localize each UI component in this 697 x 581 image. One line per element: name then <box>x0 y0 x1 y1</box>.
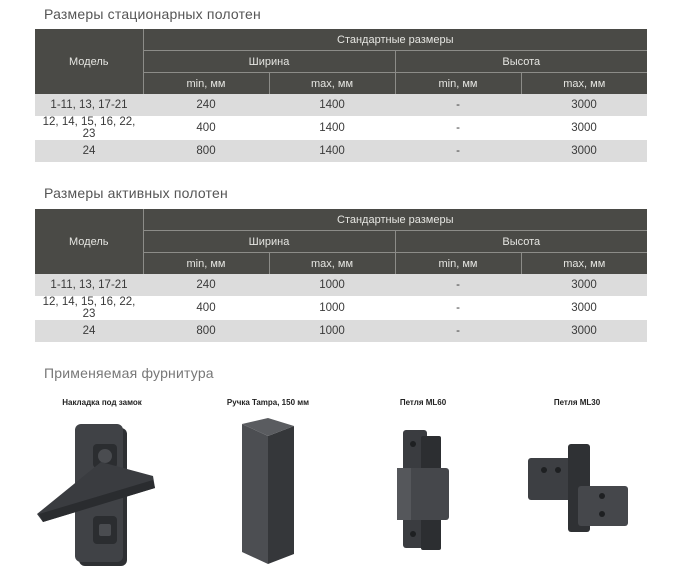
table-row: 24 800 1000 - 3000 <box>35 320 648 342</box>
width-max-cell: 1400 <box>269 94 395 116</box>
height-min-header: min, мм <box>394 72 521 94</box>
height-max-header: max, мм <box>520 252 648 274</box>
width-max-cell: 1000 <box>269 296 395 320</box>
height-max-header: max, мм <box>520 72 648 94</box>
height-min-cell: - <box>395 94 521 116</box>
model-header: Модель <box>35 209 143 274</box>
width-max-cell: 1400 <box>269 116 395 140</box>
model-cell: 12, 14, 15, 16, 22, 23 <box>35 116 143 140</box>
hinge-ml60-icon <box>397 430 449 550</box>
width-max-header: max, мм <box>268 72 395 94</box>
table-row: 24 800 1400 - 3000 <box>35 140 648 162</box>
hardware-label-tampa: Ручка Tampa, 150 мм <box>226 398 310 407</box>
width-min-cell: 400 <box>143 296 269 320</box>
standard-sizes-header: Стандартные размеры <box>142 209 648 231</box>
height-min-cell: - <box>395 274 521 296</box>
width-min-cell: 800 <box>143 320 269 342</box>
width-min-header: min, мм <box>142 72 269 94</box>
width-max-cell: 1000 <box>269 320 395 342</box>
hinge-ml30-icon <box>528 444 628 532</box>
table-row: 1-11, 13, 17-21 240 1000 - 3000 <box>35 274 648 296</box>
height-min-cell: - <box>395 140 521 162</box>
model-cell: 12, 14, 15, 16, 22, 23 <box>35 296 143 320</box>
height-max-cell: 3000 <box>521 274 648 296</box>
width-max-cell: 1000 <box>269 274 395 296</box>
width-max-cell: 1400 <box>269 140 395 162</box>
stationary-title: Размеры стационарных полотен <box>44 6 261 22</box>
stationary-table: Модель Стандартные размеры Ширина Высота… <box>35 29 648 162</box>
height-max-cell: 3000 <box>521 116 648 140</box>
height-header: Высота <box>394 50 648 73</box>
width-header: Ширина <box>142 230 395 253</box>
height-min-cell: - <box>395 320 521 342</box>
lock-plate-icon <box>37 424 155 566</box>
model-cell: 24 <box>35 140 143 162</box>
height-header: Высота <box>394 230 648 253</box>
model-header: Модель <box>35 29 143 94</box>
model-cell: 1-11, 13, 17-21 <box>35 274 143 296</box>
height-min-cell: - <box>395 296 521 320</box>
width-min-cell: 240 <box>143 94 269 116</box>
width-min-cell: 800 <box>143 140 269 162</box>
width-min-header: min, мм <box>142 252 269 274</box>
height-min-cell: - <box>395 116 521 140</box>
active-title: Размеры активных полотен <box>44 185 228 201</box>
hardware-label-ml60: Петля ML60 <box>399 398 447 407</box>
hardware-label-lock-plate: Накладка под замок <box>62 398 142 407</box>
width-min-cell: 400 <box>143 116 269 140</box>
height-max-cell: 3000 <box>521 94 648 116</box>
model-cell: 24 <box>35 320 143 342</box>
hardware-title: Применяемая фурнитура <box>44 365 214 381</box>
width-max-header: max, мм <box>268 252 395 274</box>
height-min-header: min, мм <box>394 252 521 274</box>
table-row: 12, 14, 15, 16, 22, 23 400 1000 - 3000 <box>35 296 648 320</box>
height-max-cell: 3000 <box>521 296 648 320</box>
width-header: Ширина <box>142 50 395 73</box>
height-max-cell: 3000 <box>521 320 648 342</box>
active-table: Модель Стандартные размеры Ширина Высота… <box>35 209 648 342</box>
width-min-cell: 240 <box>143 274 269 296</box>
table-row: 1-11, 13, 17-21 240 1400 - 3000 <box>35 94 648 116</box>
model-cell: 1-11, 13, 17-21 <box>35 94 143 116</box>
table-row: 12, 14, 15, 16, 22, 23 400 1400 - 3000 <box>35 116 648 140</box>
hardware-label-ml30: Петля ML30 <box>553 398 601 407</box>
height-max-cell: 3000 <box>521 140 648 162</box>
tampa-handle-icon <box>242 418 294 564</box>
standard-sizes-header: Стандартные размеры <box>142 29 648 51</box>
